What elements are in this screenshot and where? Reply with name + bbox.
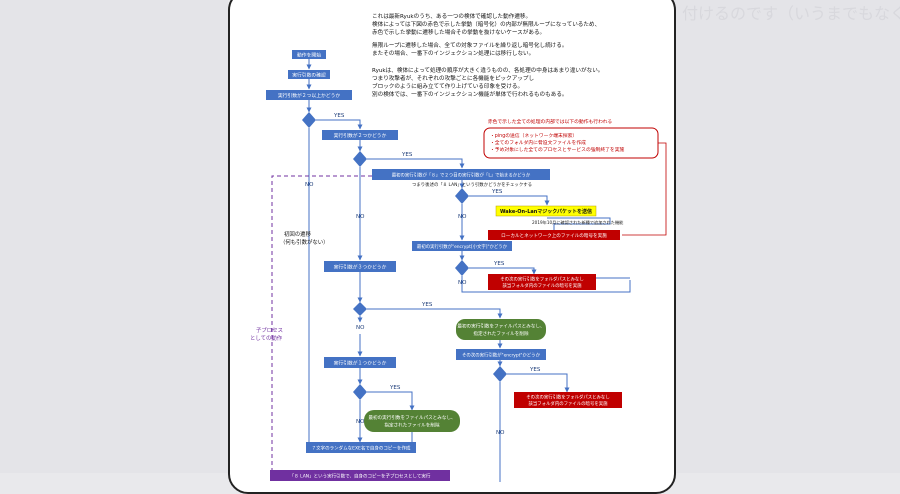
node-next-arg-folder-encrypt-b: 該当フォルダ内のファイルの暗号を実施 bbox=[502, 282, 582, 289]
decision-diamond bbox=[455, 260, 469, 276]
yes-label: YES bbox=[529, 367, 541, 373]
first-transition-note: 初回の遷移 （何も引数がない） bbox=[280, 230, 329, 246]
background-ghost-text: 付けるのです（いうまでもなく動作が行われるのです bbox=[682, 4, 900, 23]
decision-diamond bbox=[353, 302, 367, 316]
red-note-item: ・予め対象にした全てのプロセスとサービスの強制終了を実施 bbox=[490, 146, 625, 153]
intro-paragraph-3: Ryukは、検体によって処理の順序が大きく違うものの、各処理の中身はあまり違いが… bbox=[372, 66, 603, 98]
yes-no-labels: YES YES YES YES YES YES YES NO NO NO NO … bbox=[305, 113, 541, 436]
lan-note: つまり後述の「８ LAN」という引数かどうかをチェックする bbox=[412, 181, 532, 188]
intro-paragraph-1: これは最新Ryukのうち、ある一つの検体で確認した動作遷移。 検体によっては下図… bbox=[372, 12, 600, 36]
delete-boxes: 最初の実行引数をファイルパスとみなし、 指定されたファイルを削除 最初の実行引数… bbox=[364, 319, 546, 432]
flowchart-svg: これは最新Ryukのうち、ある一つの検体で確認した動作遷移。 検体によっては下図… bbox=[250, 12, 667, 482]
node-encrypt-local-network: ローカルとネットワーク上のファイルの暗号を実施 bbox=[501, 232, 607, 239]
node-next-arg-folder-encrypt2-a: その次の実行引数をフォルダパスとみなし bbox=[526, 394, 609, 401]
no-label: NO bbox=[356, 325, 365, 331]
encrypt-boxes: ローカルとネットワーク上のファイルの暗号を実施 その次の実行引数をフォルダパスと… bbox=[488, 230, 622, 408]
node-next-arg-folder-encrypt2-b: 該当フォルダ内のファイルの暗号を実施 bbox=[528, 400, 608, 407]
left-background-panel bbox=[0, 0, 228, 473]
node-wol: Wake-On-Lanマジックパケットを送信 bbox=[500, 208, 592, 215]
intro-line: これは最新Ryukのうち、ある一つの検体で確認した動作遷移。 bbox=[372, 12, 531, 20]
node-next-arg-folder-encrypt-a: その次の実行引数をフォルダパスとみなし bbox=[500, 276, 583, 283]
yes-label: YES bbox=[333, 113, 345, 119]
decision-diamond bbox=[493, 366, 507, 382]
decision-diamond bbox=[302, 112, 316, 128]
no-label: NO bbox=[356, 419, 365, 425]
child-process-loop bbox=[271, 173, 381, 472]
no-label: NO bbox=[305, 182, 314, 188]
child-process-line: 子プロセス bbox=[256, 327, 283, 334]
intro-line: 赤色で示した挙動に遷移した場合その挙動を抜けないケースがある。 bbox=[372, 28, 545, 36]
node-random-exe-copy: ７文字のランダムなEXE名で自身のコピーを作成 bbox=[312, 445, 411, 452]
yes-label: YES bbox=[491, 189, 503, 195]
yes-label: YES bbox=[389, 385, 401, 391]
intro-line: つまり攻撃者が、それぞれの攻撃ごとに各機能をピックアップし bbox=[372, 74, 535, 82]
decision-diamond bbox=[353, 151, 367, 167]
red-note: 赤色で示した全ての処理の内部では以下の動作も行われる ・pingの送信（ネットワ… bbox=[483, 118, 667, 236]
intro-line: 別の検体では、一番下のインジェクション機能が単体で行われるものもある。 bbox=[372, 90, 568, 98]
node-args-eq2: 実行引数が２つかどうか bbox=[334, 132, 387, 139]
child-process-note: 子プロセス としての動作 bbox=[250, 327, 283, 342]
yes-label: YES bbox=[421, 302, 433, 308]
node-args-ge2: 実行引数が２つ以上かどうか bbox=[278, 92, 341, 99]
node-args-eq1: 実行引数が１つかどうか bbox=[334, 360, 387, 367]
first-transition-line: 初回の遷移 bbox=[284, 230, 312, 238]
node-first-arg-8lan: 最初の実行引数が「８」で２つ目の実行引数が「L」で始まるかどうか bbox=[392, 172, 531, 179]
right-background-panel: 付けるのです（いうまでもなく動作が行われるのです bbox=[672, 0, 900, 473]
node-next-arg-encrypt: その次の実行引数が"encrypt"かどうか bbox=[462, 352, 541, 359]
node-first-arg-filepath-delete2-b: 指定されたファイルを削除 bbox=[384, 422, 440, 429]
intro-line: 検体によっては下図の赤色で示した挙動（暗号化）の内部が無限ループになっているため… bbox=[372, 20, 600, 28]
node-first-arg-filepath-delete-a: 最初の実行引数をファイルパスとみなし、 bbox=[457, 323, 544, 330]
red-note-title: 赤色で示した全ての処理の内部では以下の動作も行われる bbox=[488, 118, 613, 125]
first-transition-line: （何も引数がない） bbox=[280, 238, 329, 246]
intro-line: またその場合、一番下のインジェクション処理には移行しない。 bbox=[372, 49, 534, 57]
decision-diamond bbox=[455, 188, 469, 204]
flowchart-page: これは最新Ryukのうち、ある一つの検体で確認した動作遷移。 検体によっては下図… bbox=[228, 0, 676, 494]
intro-line: Ryukは、検体によって処理の順序が大きく違うものの、各処理の中身はあまり違いが… bbox=[372, 66, 603, 74]
intro-paragraph-2: 無限ループに遷移した場合、全ての対象ファイルを繰り返し暗号化し続ける。 またその… bbox=[372, 41, 567, 57]
connector-lines bbox=[306, 59, 631, 482]
intro-line: ブロックのように組み立てて作り上げている印象を受ける。 bbox=[372, 82, 523, 90]
wol-box: Wake-On-Lanマジックパケットを送信 bbox=[495, 205, 597, 217]
node-args-eq3: 実行引数が３つかどうか bbox=[334, 264, 387, 271]
decision-diamonds bbox=[302, 112, 507, 400]
red-note-item: ・pingの送信（ネットワーク端末探索） bbox=[490, 132, 577, 139]
node-first-arg-filepath-delete-b: 指定されたファイルを削除 bbox=[473, 330, 529, 337]
red-note-item: ・全てのフォルダ内に脅迫文ファイルを作成 bbox=[490, 139, 586, 146]
no-label: NO bbox=[496, 430, 505, 436]
decision-diamond bbox=[353, 384, 367, 400]
node-check-args: 実行引数の確認 bbox=[292, 72, 326, 79]
no-label: NO bbox=[356, 214, 365, 220]
node-first-arg-filepath-delete2-a: 最初の実行引数をファイルパスとみなし、 bbox=[368, 414, 455, 421]
wol-note: 2019年10月に確認された新種で追加された機能 bbox=[532, 219, 624, 226]
child-process-line: としての動作 bbox=[250, 334, 283, 342]
node-bottom-cut: 「８ LAN」という実行引数で、自身のコピーを子プロセスとして実行 bbox=[290, 473, 431, 480]
node-start: 動作を開始 bbox=[297, 52, 321, 59]
annotations: つまり後述の「８ LAN」という引数かどうかをチェックする 2019年10月に確… bbox=[412, 181, 624, 226]
yes-label: YES bbox=[493, 261, 505, 267]
no-label: NO bbox=[458, 280, 467, 286]
intro-line: 無限ループに遷移した場合、全ての対象ファイルを繰り返し暗号化し続ける。 bbox=[372, 41, 567, 49]
node-first-arg-encrypt: 最初の実行引数が"encrypt[小文字]"かどうか bbox=[417, 243, 508, 250]
no-label: NO bbox=[458, 214, 467, 220]
yes-label: YES bbox=[401, 152, 413, 158]
